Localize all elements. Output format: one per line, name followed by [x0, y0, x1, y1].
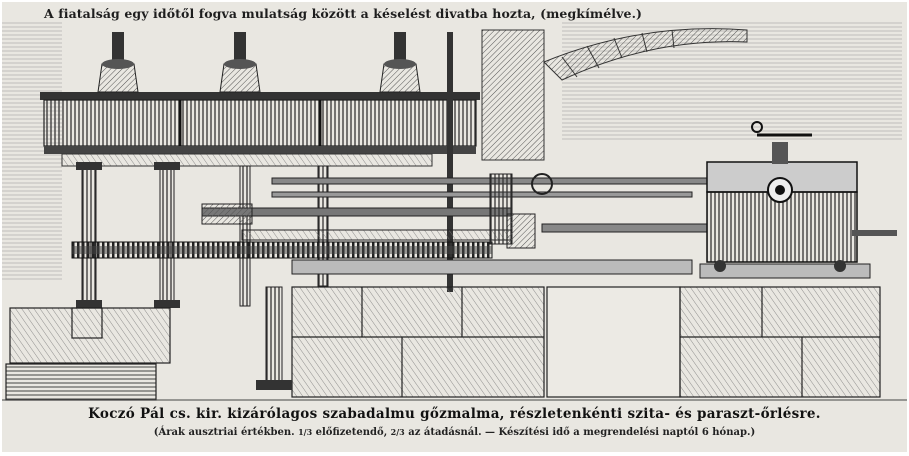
brick-arch: [481, 28, 748, 161]
engraving-caption-subtitle: (Árak ausztriai értékben. 1/3 előfizeten…: [2, 427, 907, 438]
header-text-line: A fiatalság egy időtől fogva mulatság kö…: [44, 6, 643, 21]
caption-subtitle-part-1: (Árak ausztriai értékben.: [153, 427, 295, 438]
steam-engine-cylinder: [699, 121, 897, 279]
steam-mill-engraving: [2, 22, 907, 401]
millstone-hoppers: [97, 32, 421, 93]
caption-subtitle-part-2: előfizetendő,: [315, 427, 388, 438]
stone-foundations: [5, 286, 881, 401]
main-gear-wheel: [71, 241, 493, 259]
fraction-two-thirds: 2/3: [390, 427, 405, 437]
millstone-platform: [40, 92, 480, 167]
hopper-2: [219, 32, 261, 93]
drive-shafts: [201, 177, 713, 275]
lower-pillar: [256, 286, 292, 390]
hopper-3: [379, 32, 421, 93]
fraction-one-third: 1/3: [298, 427, 313, 437]
governor-assembly: [201, 173, 553, 249]
engraving-caption-title: Koczó Pál cs. kir. kizárólagos szabadalm…: [88, 406, 821, 422]
support-columns: [76, 32, 453, 308]
hopper-1: [97, 32, 139, 93]
caption-subtitle-part-3: az átadásnál. — Készítési idő a megrende…: [408, 427, 756, 438]
